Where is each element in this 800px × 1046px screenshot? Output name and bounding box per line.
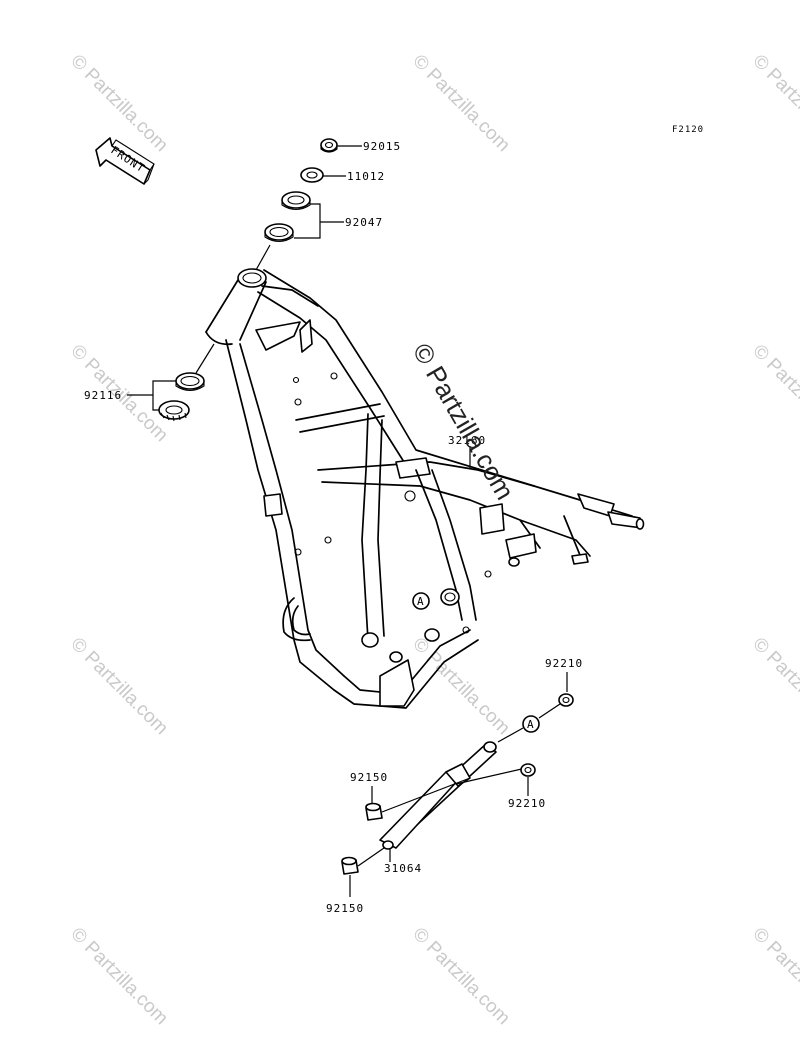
part-label-nut: 92015 [363, 140, 401, 153]
part-label-lower-bearing: 92116 [84, 389, 122, 402]
callout-a-frame: A [412, 592, 430, 610]
watermark: © Partzilla.com [66, 634, 171, 739]
lower-race-icon [175, 372, 205, 392]
reference-code: F2120 [672, 125, 704, 135]
part-label-upper-race: 92047 [345, 216, 383, 229]
watermark-grid: © Partzilla.com © Partzilla.com © Partzi… [66, 51, 800, 1029]
callout-letter: A [417, 595, 425, 608]
collar-upper-icon [365, 802, 383, 821]
washer-icon [300, 167, 324, 183]
front-arrow-icon: FRONT [95, 137, 155, 185]
watermark: © Partzilla.com [748, 341, 800, 446]
upper-race-lower-icon [264, 223, 294, 243]
upper-race-icon [281, 191, 311, 211]
engine-bracket-icon [379, 741, 497, 850]
stem-nut-icon [320, 138, 338, 153]
part-label-nut-upper: 92210 [545, 657, 583, 670]
watermark: © Partzilla.com [408, 51, 513, 156]
watermark: © Partzilla.com [748, 634, 800, 739]
part-label-collar-upper: 92150 [350, 771, 388, 784]
callout-a-bracket: A [522, 715, 540, 733]
callout-letter: A [527, 718, 535, 731]
watermark: © Partzilla.com [748, 924, 800, 1029]
part-label-engine-bracket: 31064 [384, 862, 422, 875]
watermark: © Partzilla.com [748, 51, 800, 156]
watermark: © Partzilla.com [66, 51, 171, 156]
part-label-washer: 11012 [347, 170, 385, 183]
part-label-frame: 32160 [448, 434, 486, 447]
part-label-nut-lower: 92210 [508, 797, 546, 810]
nut-lower-icon [520, 763, 536, 777]
tapered-bearing-icon [158, 400, 190, 422]
collar-lower-icon [341, 856, 359, 875]
watermark: © Partzilla.com [408, 924, 513, 1029]
watermark-main: © Partzilla.com [407, 338, 521, 505]
frame-icon [205, 268, 645, 709]
watermark: © Partzilla.com [66, 924, 171, 1029]
part-label-collar-lower: 92150 [326, 902, 364, 915]
nut-upper-icon [558, 693, 574, 707]
